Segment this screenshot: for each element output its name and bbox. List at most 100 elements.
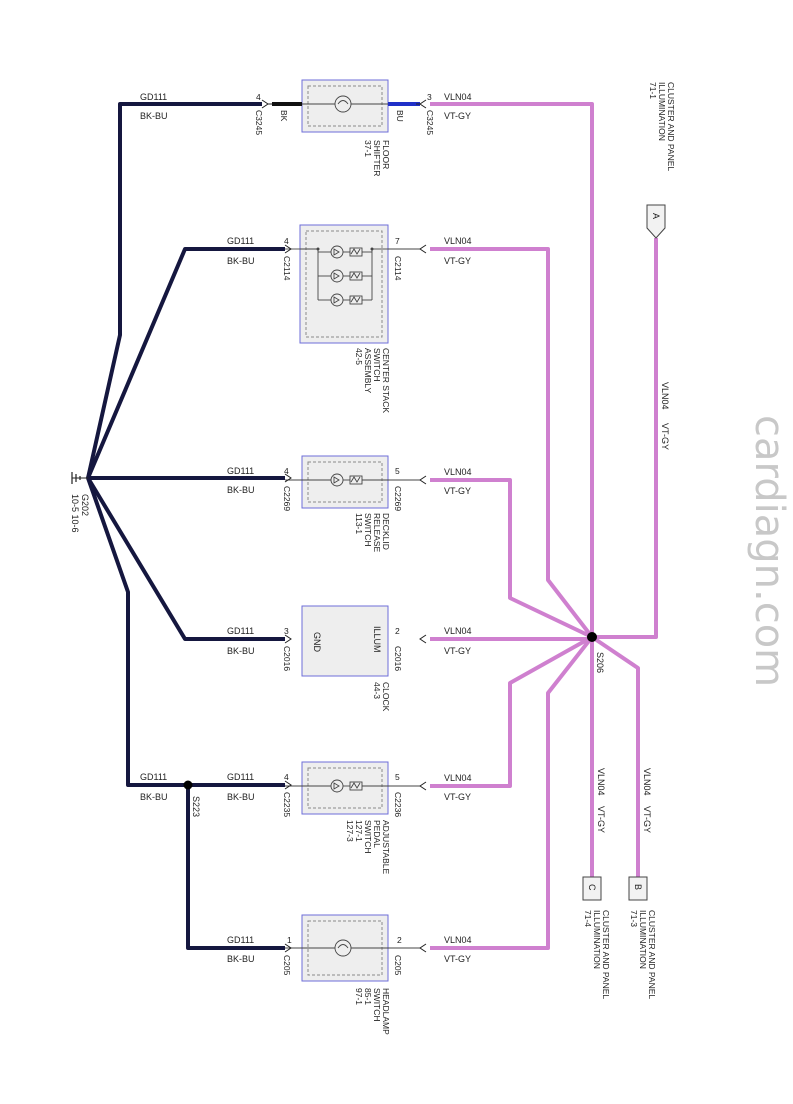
gnd-color-label: BK-BU (227, 256, 255, 266)
component-name: SWITCH (363, 513, 373, 547)
vt-color-label: VT-GY (444, 256, 471, 266)
pin-label: 2 (397, 935, 402, 945)
vt-a-circuit: VLN04 (660, 382, 670, 410)
vt-color-label: VT-GY (444, 646, 471, 656)
connector-label: C2114 (282, 256, 292, 281)
gnd-wire-floor-shifter[interactable] (86, 102, 262, 479)
gnd-color-label: BK-BU (227, 954, 255, 964)
gnd-circuit-label: GD111 (227, 935, 254, 945)
component-ref: 42-5 (354, 348, 364, 365)
gnd-wire-clock[interactable] (86, 476, 285, 641)
splice-s206-dot (587, 632, 597, 642)
offpage-title: CLUSTER AND PANEL (601, 910, 611, 999)
component-ref: 127-3 (345, 820, 355, 842)
component-ref: 127-1 (354, 820, 364, 842)
offpage-connector-b[interactable]: B (628, 876, 648, 901)
gnd-circuit-label: GD111 (227, 626, 254, 636)
vt-a-color: VT-GY (660, 423, 670, 450)
component-headlamp-switch (284, 914, 427, 982)
splice-s223-dot (183, 780, 193, 790)
pin-label: 1 (287, 935, 292, 945)
component-name: SWITCH (372, 348, 382, 382)
vt-wire-decklid[interactable] (430, 478, 593, 639)
gnd-wire-labels: GD111 BK-BU GD111 BK-BU GD111 BK-BU GD11… (140, 92, 255, 964)
gnd-circuit-label: GD111 (227, 466, 254, 476)
offpage-ref: 71-1 (648, 82, 658, 99)
vt-wire-headlamp[interactable] (430, 635, 594, 950)
component-name: PEDAL (372, 820, 382, 848)
vt-color-label: VT-GY (444, 954, 471, 964)
illum-wires (430, 102, 658, 950)
clock-illum-label: ILLUM (372, 626, 382, 653)
gnd-circuit-label: GD111 (227, 236, 254, 246)
component-name: SWITCH (372, 988, 382, 1022)
component-pedal-switch (284, 761, 427, 815)
component-decklid (284, 455, 427, 509)
connector-label: C2016 (282, 646, 292, 671)
connector-label: C2235 (282, 792, 292, 817)
pin-label: 4 (284, 466, 289, 476)
connector-label: C205 (282, 955, 292, 976)
component-names: FLOOR SHIFTER 37-1 CENTER STACK SWITCH A… (345, 140, 391, 1035)
offpage-ref: 71-3 (629, 910, 639, 927)
vt-color-label: VT-GY (444, 486, 471, 496)
component-name: RELEASE (372, 513, 382, 553)
ground-wires (86, 102, 285, 950)
led-icon (318, 269, 372, 283)
connector-label: C3245 (425, 110, 435, 135)
component-name: SWITCH (363, 820, 373, 854)
vt-color-label: VT-GY (444, 111, 471, 121)
connector-label: C2269 (393, 486, 403, 511)
component-clock (284, 605, 427, 677)
component-ref: 97-1 (354, 988, 364, 1005)
pin-label: 4 (284, 236, 289, 246)
gnd-wire-headlamp[interactable] (186, 785, 285, 950)
vt-wire-floor-shifter[interactable] (430, 102, 594, 637)
pin-label: 4 (256, 92, 261, 102)
splice-s206-label: S206 (595, 652, 605, 673)
gnd-circuit-label: GD111 (140, 92, 167, 102)
gnd-circuit-label: GD111 (227, 772, 254, 782)
vt-wire-pedal[interactable] (430, 635, 593, 788)
vt-wire-labels: VLN04 VT-GY VLN04 VT-GY VLN04 VT-GY VLN0… (444, 92, 472, 964)
offpage-letter: B (633, 884, 643, 890)
vt-b-color: VT-GY (642, 806, 652, 833)
offpage-connector-c[interactable]: C (582, 876, 602, 901)
component-name: CLOCK (381, 682, 391, 712)
offpage-connector-a[interactable]: A (646, 204, 666, 239)
vt-circuit-label: VLN04 (444, 92, 472, 102)
component-floor-shifter (261, 79, 427, 133)
pin-label: 5 (395, 466, 400, 476)
pin-label: 4 (284, 772, 289, 782)
connector-label: C205 (393, 955, 403, 976)
vt-wire-to-b[interactable] (590, 635, 640, 877)
vt-circuit-label: VLN04 (444, 467, 472, 477)
connector-label: C2114 (393, 256, 403, 281)
vt-wire-to-a[interactable] (592, 238, 658, 639)
wire-color-tag: BU (395, 110, 405, 122)
gnd-wire-trunk[interactable] (86, 477, 188, 787)
led-icon (318, 293, 372, 307)
vt-circuit-label: VLN04 (444, 773, 472, 783)
connector-labels: 4 C3245 BK 3 C3245 BU 4 C2114 7 C2114 4 … (254, 92, 435, 976)
gnd-color-label: BK-BU (227, 792, 255, 802)
gnd-color-label: BK-BU (140, 111, 168, 121)
vt-color-label: VT-GY (444, 792, 471, 802)
vt-c-circuit: VLN04 (596, 768, 606, 796)
component-center-stack (284, 224, 427, 344)
component-ref: 44-3 (372, 682, 382, 699)
wire-color-tag: BK (279, 110, 289, 122)
pin-label: 7 (395, 236, 400, 246)
component-ref: 37-1 (363, 140, 373, 157)
offpage-title: CLUSTER AND PANEL (666, 82, 676, 171)
ground-point-name: G202 (80, 494, 90, 516)
component-name: DECKLID (381, 513, 391, 550)
gnd-color-label: BK-BU (227, 485, 255, 495)
vt-circuit-label: VLN04 (444, 935, 472, 945)
vt-circuit-label: VLN04 (444, 626, 472, 636)
pin-label: 3 (284, 626, 289, 636)
vt-wire-center-stack[interactable] (430, 247, 594, 639)
gnd-wire-center-stack[interactable] (86, 247, 285, 479)
component-name: HEADLAMP (381, 988, 391, 1035)
